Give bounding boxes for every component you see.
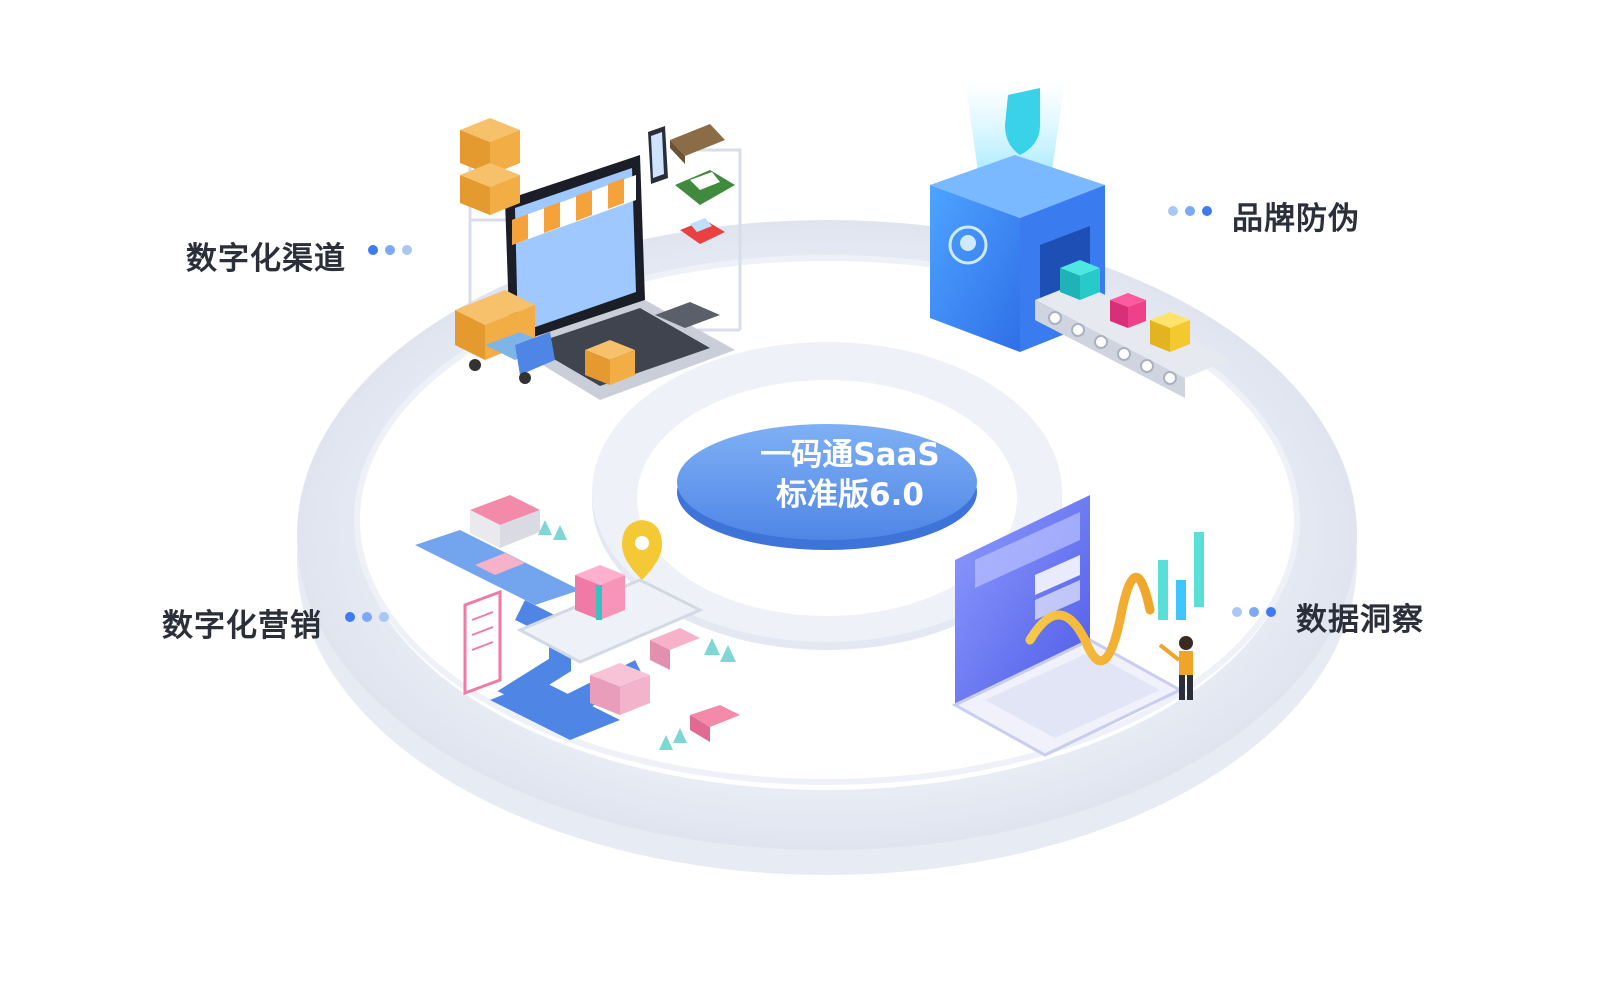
dot — [385, 245, 395, 255]
dot — [1232, 607, 1242, 617]
dot — [1249, 607, 1259, 617]
dot — [345, 612, 355, 622]
dots-digital-channel — [368, 245, 412, 255]
dot — [1202, 206, 1212, 216]
label-brand-anti-counterfeit: 品牌防伪 — [1232, 201, 1360, 237]
marketing-map-icon — [415, 495, 740, 750]
dot — [379, 612, 389, 622]
dot — [1185, 206, 1195, 216]
dots-data-insight — [1232, 607, 1276, 617]
label-digital-channel: 数字化渠道 — [186, 241, 346, 277]
dot — [368, 245, 378, 255]
anti-counterfeit-machine-icon — [930, 80, 1230, 398]
dot — [1266, 607, 1276, 617]
dot — [362, 612, 372, 622]
label-digital-marketing: 数字化营销 — [162, 608, 322, 644]
dot — [1168, 206, 1178, 216]
label-data-insight: 数据洞察 — [1296, 602, 1424, 638]
dots-digital-marketing — [345, 612, 389, 622]
center-line-1: 一码通SaaS — [760, 437, 940, 473]
dots-brand-anti-counterfeit — [1168, 206, 1212, 216]
center-line-2: 标准版6.0 — [776, 477, 924, 513]
ecommerce-laptop-icon — [455, 118, 742, 400]
center-hub-title: 一码通SaaS 标准版6.0 — [700, 435, 1000, 515]
dot — [402, 245, 412, 255]
center-hub — [677, 424, 977, 550]
data-insight-screen-icon — [951, 495, 1204, 757]
